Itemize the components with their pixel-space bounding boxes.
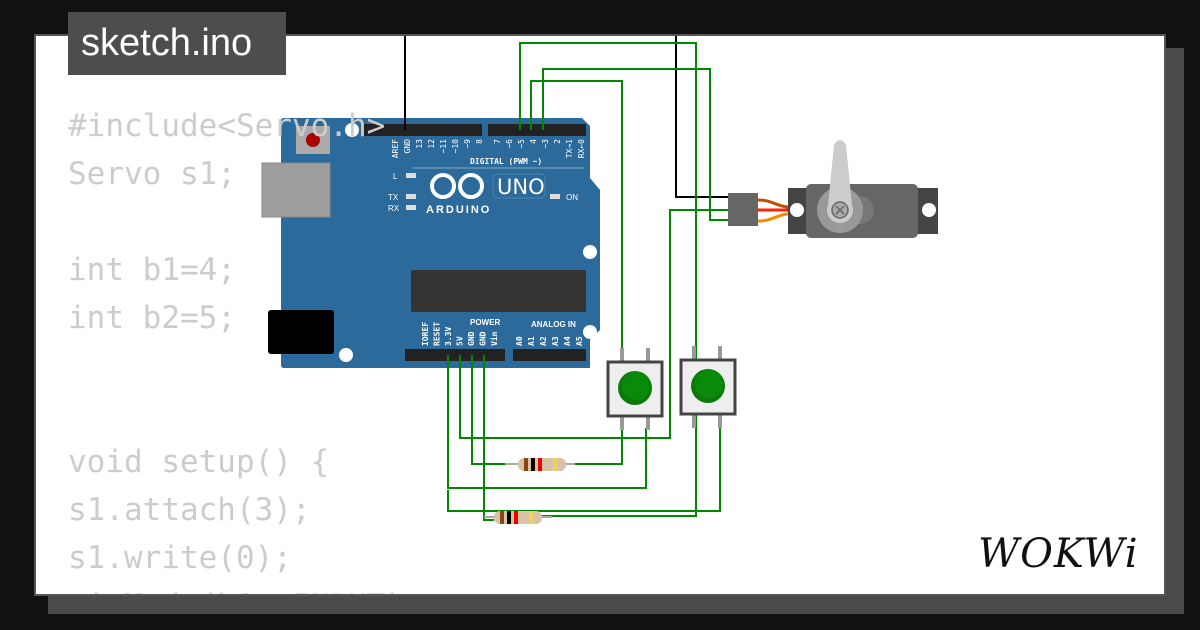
pushbutton-2[interactable] (679, 346, 737, 428)
pin-label: ~11 (439, 139, 448, 154)
wires (404, 36, 732, 521)
pin-label: 3.3V (444, 327, 453, 346)
pin-label: A4 (563, 336, 572, 346)
header-analog (513, 349, 586, 361)
resistor-2[interactable] (484, 511, 552, 524)
pin-label: 2 (553, 139, 562, 144)
pin-label: 12 (427, 139, 436, 149)
pin-label: GND (479, 331, 488, 346)
pin-label: RX←0 (577, 139, 586, 158)
header-power (405, 349, 505, 361)
servo-connector (728, 193, 758, 226)
pin-label: A3 (551, 336, 560, 346)
wokwi-logo: WOKWi (978, 531, 1139, 577)
header-top-right (488, 124, 586, 136)
brand-label: ARDUINO (426, 204, 491, 216)
resistor-1[interactable] (505, 458, 575, 471)
pin-label: 8 (475, 139, 484, 144)
sketch-title: sketch.ino (68, 12, 286, 75)
pin-label: 4 (529, 139, 538, 144)
led-l-label: L (393, 172, 398, 181)
analog-label: ANALOG IN (531, 320, 576, 329)
atmega-chip (411, 270, 586, 312)
pin-label: IOREF (421, 322, 430, 346)
pin-label: GND (403, 139, 412, 154)
pin-label: ~6 (505, 139, 514, 149)
pin-label: Vin (489, 331, 499, 346)
pushbutton-1[interactable] (606, 348, 664, 430)
pin-label: ~10 (451, 139, 460, 154)
pin-label: A1 (527, 336, 536, 346)
pin-label: RESET (433, 322, 442, 346)
pin-label: 5V (456, 336, 465, 346)
led-on-label: ON (566, 193, 578, 202)
pin-label: ~3 (541, 139, 550, 149)
power-jack (268, 310, 334, 354)
pin-label: A0 (515, 336, 524, 346)
header-top-left (362, 124, 482, 136)
pin-label: 13 (415, 139, 424, 149)
pin-label: TX→1 (565, 139, 574, 158)
led-rx-label: RX (388, 204, 400, 213)
pin-label: AREF (391, 139, 400, 158)
pin-label: 7 (493, 139, 502, 144)
pin-label: A5 (575, 336, 584, 346)
pin-label: ~5 (517, 139, 526, 149)
digital-label: DIGITAL (PWM ~) (470, 157, 542, 166)
power-label: POWER (470, 318, 500, 327)
pin-label: GND (467, 331, 476, 346)
led-tx-label: TX (388, 193, 399, 202)
servo-motor[interactable] (728, 140, 938, 238)
usb-port (261, 162, 331, 218)
arduino-logo-icon (430, 173, 484, 199)
pin-label: A2 (539, 336, 548, 346)
board-model-label: UNO (497, 175, 545, 199)
pin-label: ~9 (463, 139, 472, 149)
